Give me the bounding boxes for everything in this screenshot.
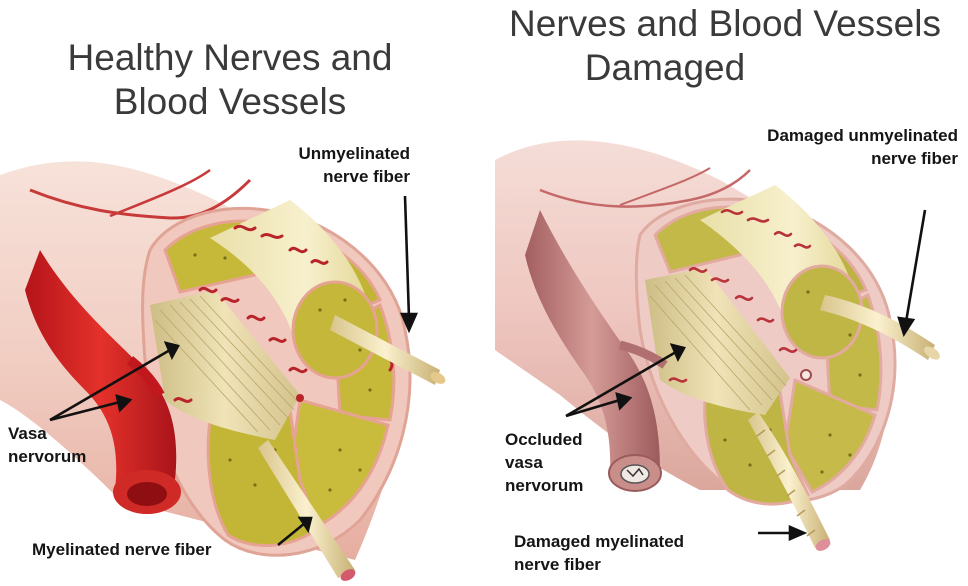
label-line: Unmyelinated [298, 144, 410, 163]
label-line: nervorum [505, 476, 584, 495]
left-title-line-2: Blood Vessels [113, 81, 347, 122]
label-line: nerve fiber [323, 167, 410, 186]
healthy-arrows [49, 195, 418, 547]
right-title-line-1: Nerves and Blood Vessels [509, 3, 941, 44]
damaged-surface-vessel [539, 169, 751, 208]
right-title: Nerves and Blood Vessels Damaged [480, 2, 968, 90]
arrow-occluded-2 [565, 398, 621, 418]
healthy-myelinated-fiber [258, 440, 355, 578]
label-line: nerve fiber [871, 149, 958, 168]
arrow-myelinated [277, 521, 306, 547]
arrow-unmyelinated [403, 195, 411, 319]
healthy-surface-vessel-2 [109, 168, 211, 218]
arrow-damaged-unmyelinated [904, 209, 927, 323]
healthy-surface-vessel [29, 178, 252, 220]
label-line: Myelinated nerve fiber [32, 540, 212, 559]
damaged-surface-vessel-2 [619, 167, 711, 206]
damaged-myelinated-fiber [748, 412, 830, 548]
healthy-nerve [0, 161, 446, 581]
label-unmyelinated-nerve-fiber: Unmyelinated nerve fiber [230, 142, 410, 188]
label-vasa-nervorum: Vasa nervorum [8, 422, 118, 468]
healthy-vasa-nervorum [25, 250, 177, 490]
label-line: Damaged unmyelinated [767, 126, 958, 145]
damaged-arrows [565, 209, 927, 541]
label-line: nervorum [8, 447, 87, 466]
damaged-nerve [495, 140, 940, 551]
label-line: Occluded [505, 430, 583, 449]
damaged-vasa-nervorum [525, 210, 660, 475]
right-title-line-2: Damaged [584, 47, 746, 88]
healthy-unmyelinated-fiber [330, 315, 440, 385]
arrow-vasa-1 [49, 348, 171, 422]
label-line: Vasa [8, 424, 47, 443]
label-myelinated-nerve-fiber: Myelinated nerve fiber [32, 538, 282, 561]
label-line: Damaged myelinated [514, 532, 685, 551]
left-title: Healthy Nerves and Blood Vessels [40, 36, 420, 124]
label-line: vasa [505, 453, 543, 472]
left-title-line-1: Healthy Nerves and [67, 37, 393, 78]
damaged-unmyelinated-fiber [820, 295, 935, 360]
damaged-fiber-bundle [645, 268, 790, 415]
label-damaged-myelinated-nerve-fiber: Damaged myelinated nerve fiber [514, 530, 759, 576]
label-occluded-vasa-nervorum: Occluded vasa nervorum [505, 428, 615, 497]
arrow-vasa-2 [49, 400, 121, 422]
label-line: nerve fiber [514, 555, 601, 574]
arrow-occluded-1 [565, 350, 677, 418]
label-damaged-unmyelinated-nerve-fiber: Damaged unmyelinated nerve fiber [700, 124, 958, 170]
